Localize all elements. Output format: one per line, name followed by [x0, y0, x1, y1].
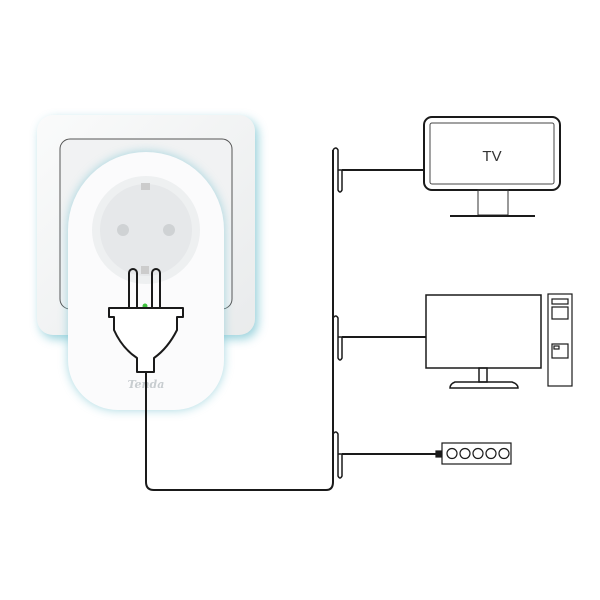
desktop-computer-icon: [425, 294, 542, 389]
plug-icon: [108, 268, 184, 373]
pc-tower-icon: [547, 293, 573, 387]
tv-label: TV: [482, 148, 501, 165]
cable-hooks: [332, 147, 436, 479]
tv-icon: TV: [423, 116, 561, 217]
power-cable: [145, 150, 334, 491]
smart-plug-icon: Tenda: [68, 152, 224, 410]
power-strip-icon: [435, 442, 512, 465]
